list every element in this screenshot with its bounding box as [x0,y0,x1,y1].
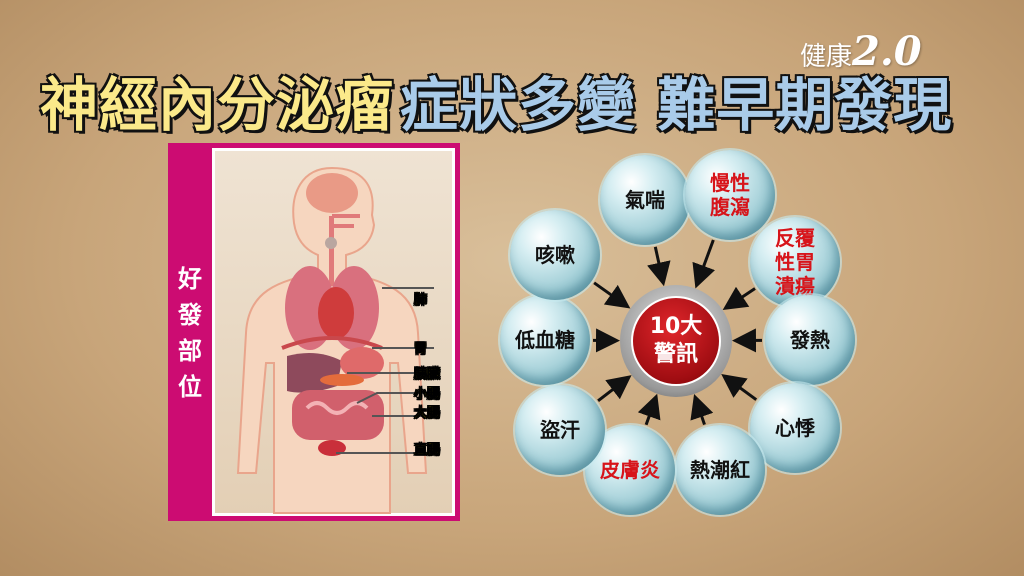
headline: 神經內分泌瘤症狀多變 難早期發現 [39,58,953,142]
symptom-bubble: 盜汗 [515,385,605,475]
arrow [721,374,758,401]
headline-part1: 神經內分泌瘤 [39,70,395,140]
arrow [692,239,716,289]
symptom-label: 盜汗 [540,418,580,442]
symptom-bubble: 低血糖 [500,295,590,385]
symptom-label: 心悸 [775,416,815,440]
organ-label-pancreas: 胰臟 [414,367,441,383]
symptom-label: 慢性腹瀉 [710,171,750,219]
symptom-label: 反覆性胃潰瘍 [775,226,815,298]
symptom-label: 皮膚炎 [600,458,660,482]
organ-label-rectum: 直腸 [414,443,441,459]
ten-warnings-badge: 10大警訊 [620,285,732,397]
headline-part2: 症狀多變 難早期發現 [399,70,953,140]
symptom-label: 氣喘 [625,188,665,212]
symptom-bubble: 氣喘 [600,155,690,245]
symptom-label: 發熱 [790,328,830,352]
arrow [597,375,632,402]
symptom-bubble: 皮膚炎 [585,425,675,515]
symptom-label: 熱潮紅 [690,458,750,482]
body-sites-panel: 好發部位 肺 胃 胰臟 小腸 大腸 直腸 [168,143,460,521]
arrow [647,246,671,287]
symptom-bubble: 反覆性胃潰瘍 [750,217,840,307]
symptom-bubble: 熱潮紅 [675,425,765,515]
organ-label-stomach: 胃 [414,342,428,358]
symptom-bubble: 發熱 [765,295,855,385]
symptom-label: 咳嗽 [535,243,575,267]
arrow [690,394,714,426]
arrow [593,281,631,309]
body-organ-illustration [236,166,434,514]
arrow [722,286,756,311]
symptom-label: 低血糖 [515,328,575,352]
symptom-bubble: 心悸 [750,383,840,473]
health20-logo: 健康2.0 [800,28,922,75]
symptom-bubble: 慢性腹瀉 [685,150,775,240]
panel-label: 好發部位 [178,265,202,401]
arrow [637,393,661,426]
symptom-bubble: 咳嗽 [510,210,600,300]
organ-label-large-intestine: 大腸 [414,406,441,422]
organ-label-lung: 肺 [414,293,428,309]
organ-label-small-intestine: 小腸 [414,387,441,403]
